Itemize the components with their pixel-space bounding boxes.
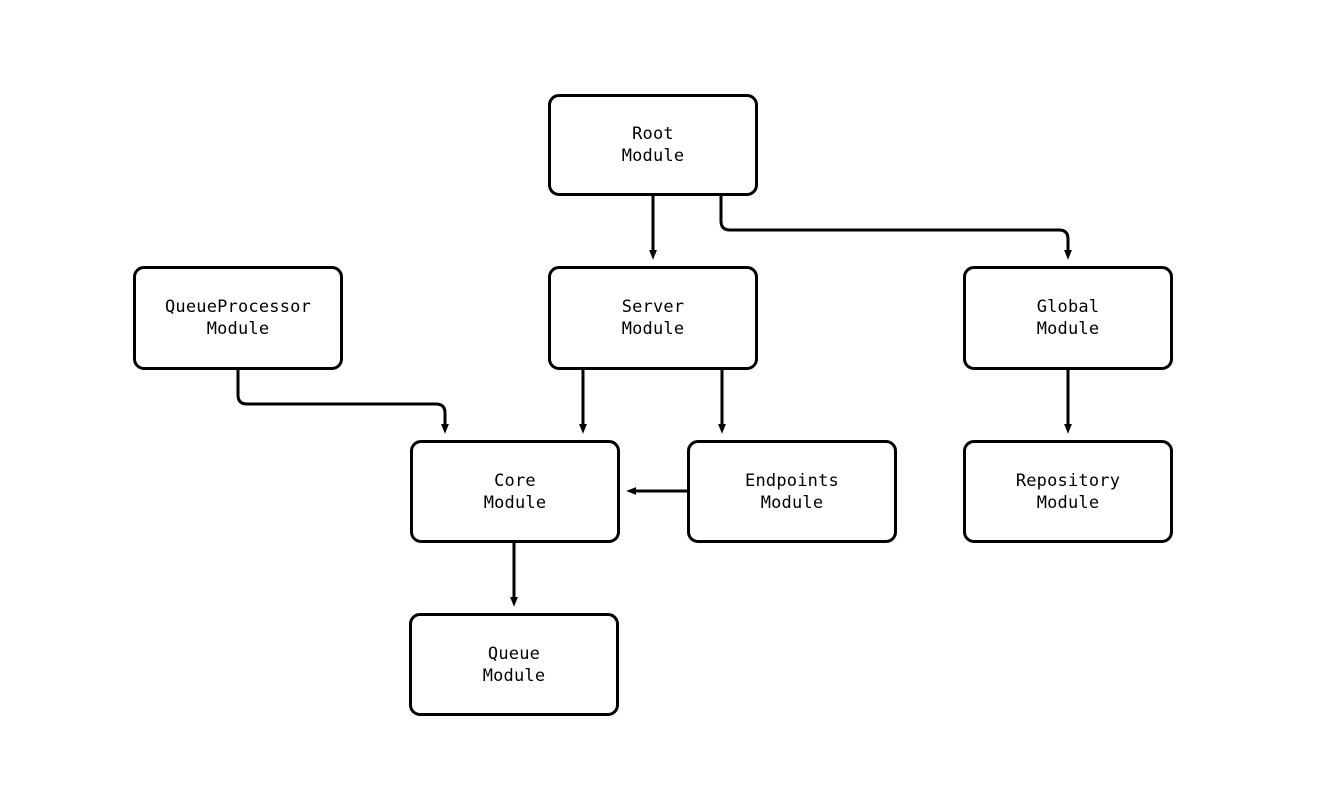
- node-global[interactable]: Global Module: [963, 266, 1173, 370]
- node-queueprocessor[interactable]: QueueProcessor Module: [133, 266, 343, 370]
- node-label-core: Core Module: [483, 470, 547, 513]
- node-label-repository: Repository Module: [1015, 470, 1121, 513]
- node-endpoints[interactable]: Endpoints Module: [687, 440, 897, 543]
- node-label-root: Root Module: [621, 124, 685, 166]
- node-server[interactable]: Server Module: [548, 266, 758, 370]
- node-repository[interactable]: Repository Module: [963, 440, 1173, 543]
- edge-root-global: [719, 196, 1072, 260]
- edges-group: [236, 196, 1072, 607]
- node-label-queue: Queue Module: [482, 643, 546, 686]
- node-label-queueprocessor: QueueProcessor Module: [164, 297, 312, 339]
- node-label-endpoints: Endpoints Module: [745, 470, 839, 513]
- node-label-server: Server Module: [621, 297, 685, 339]
- edge-queueprocessor-core: [236, 370, 449, 434]
- node-root[interactable]: Root Module: [548, 94, 758, 196]
- node-queue[interactable]: Queue Module: [409, 613, 619, 716]
- node-label-global: Global Module: [1036, 297, 1100, 339]
- node-core[interactable]: Core Module: [410, 440, 620, 543]
